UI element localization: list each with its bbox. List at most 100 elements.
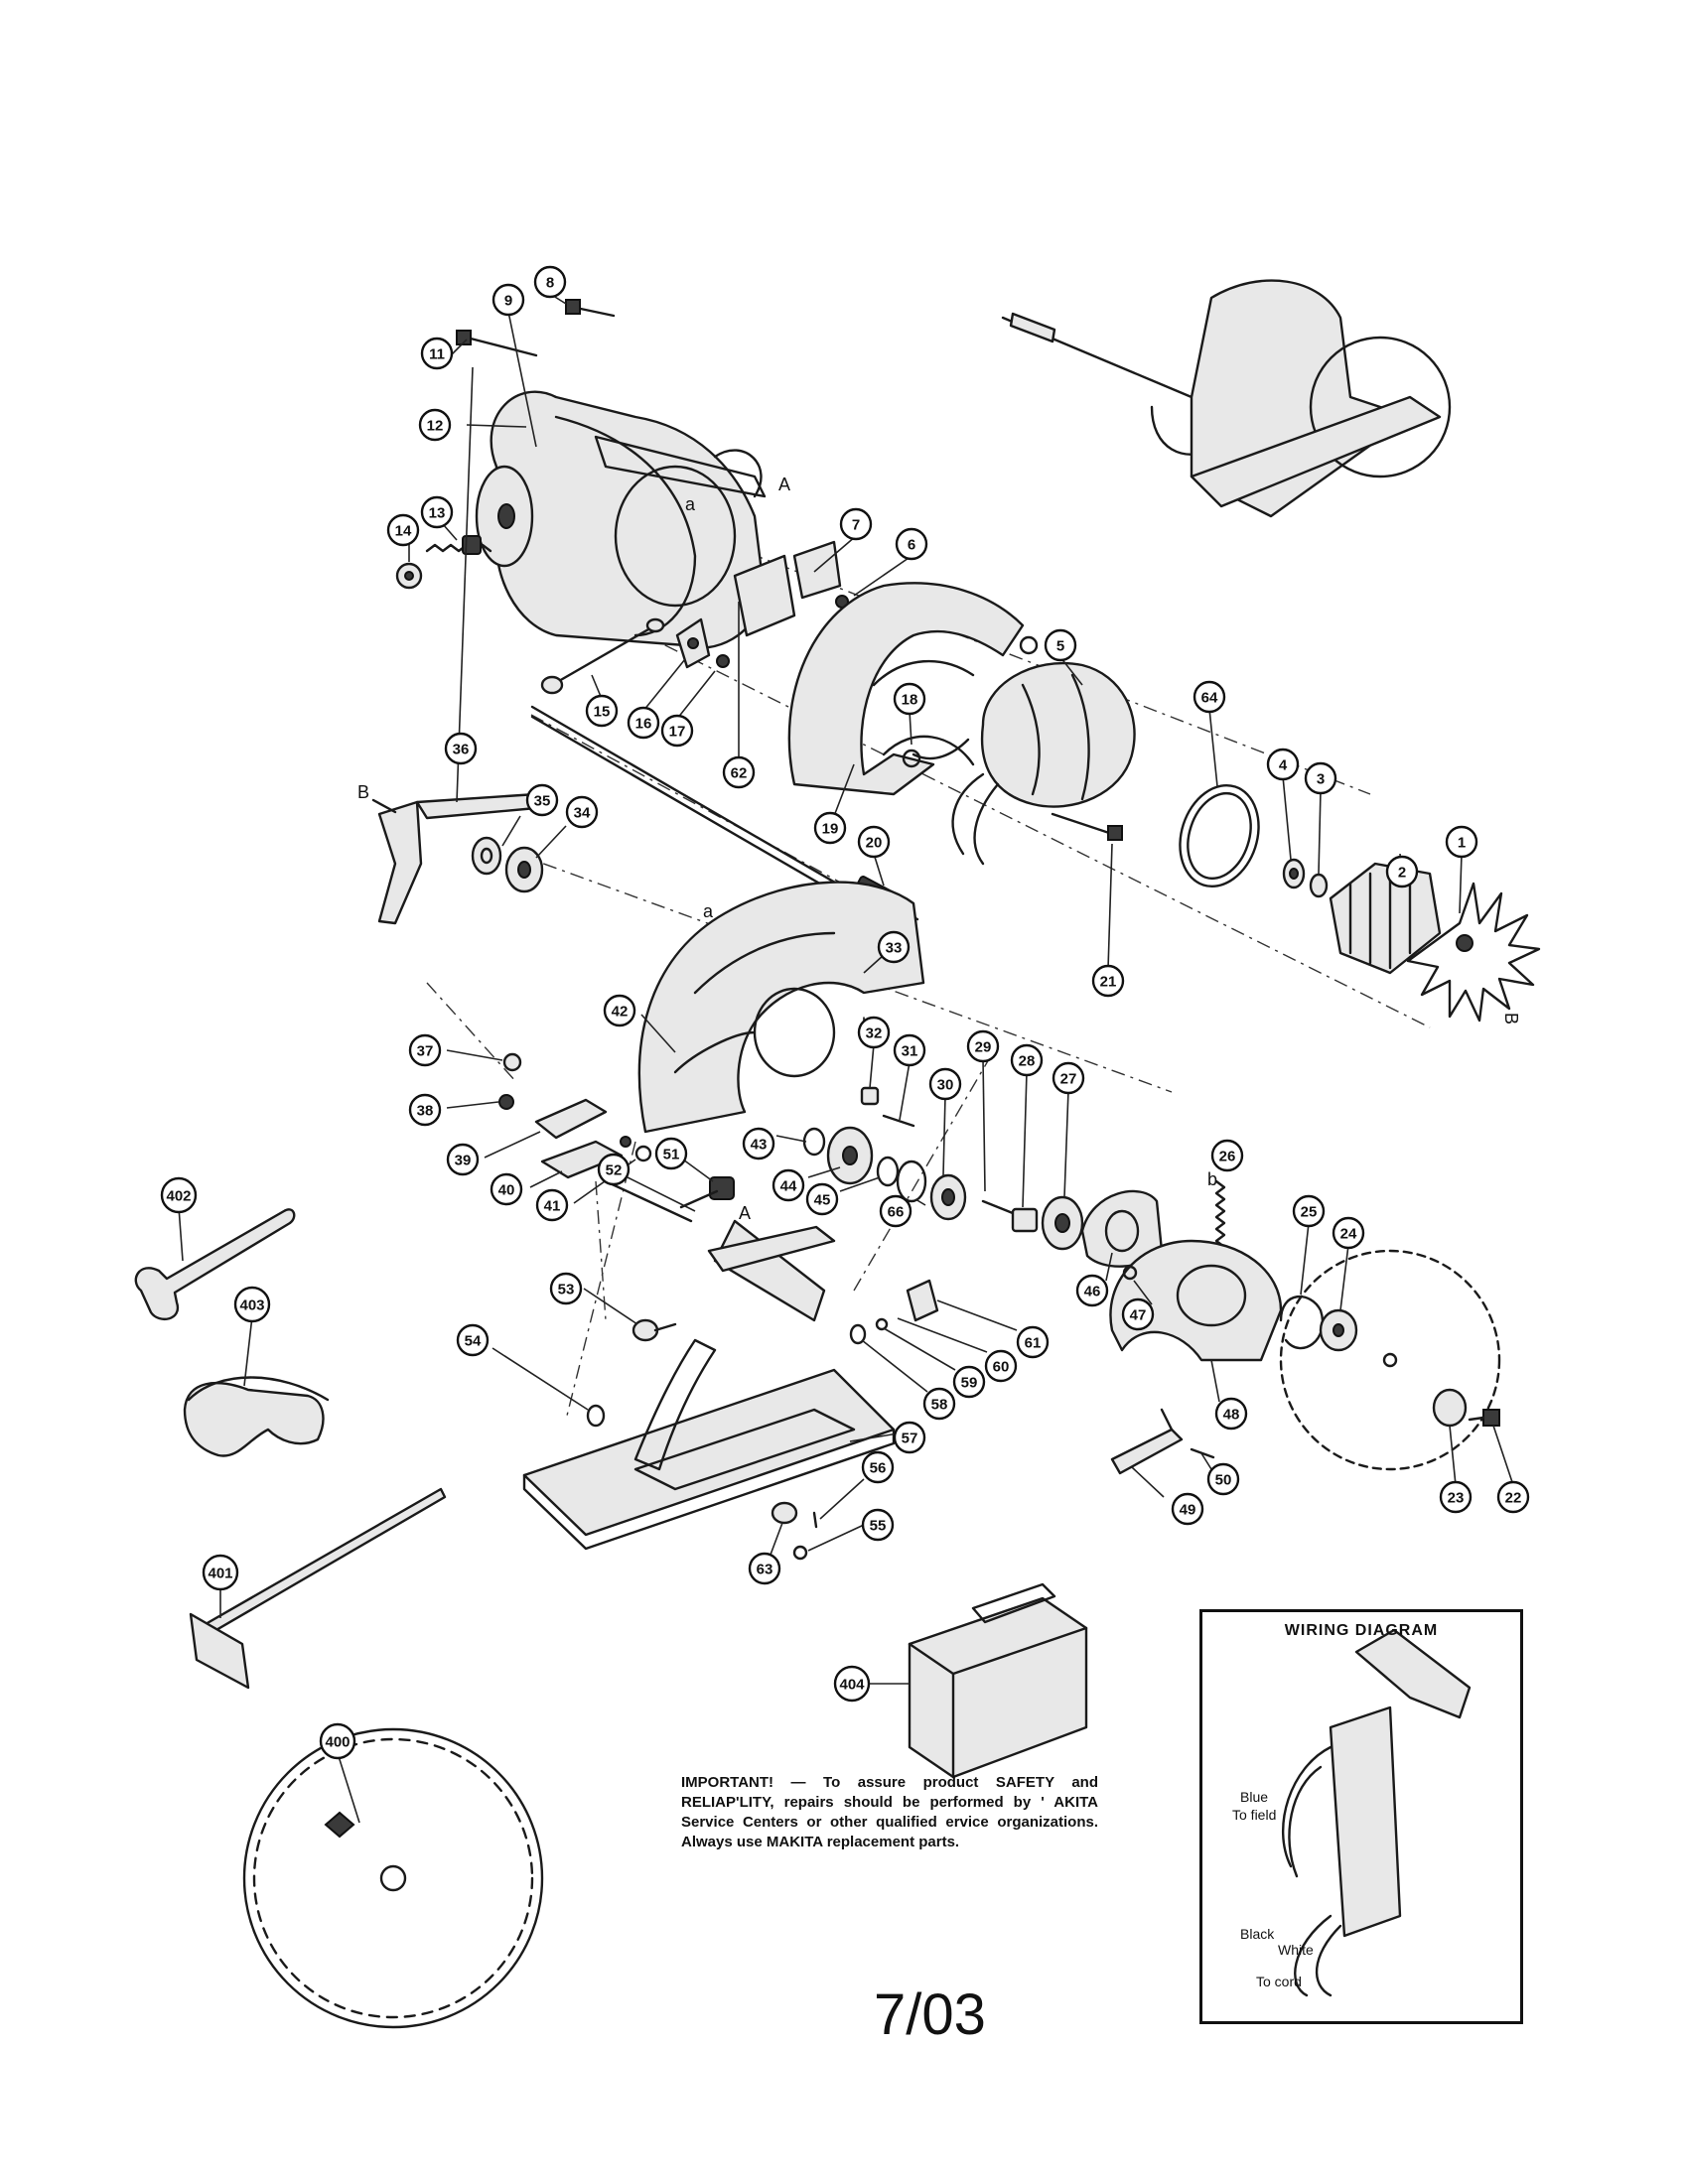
callout-label-19: 19 (822, 821, 839, 838)
callout-label-39: 39 (455, 1153, 472, 1169)
callout-label-17: 17 (669, 724, 686, 741)
callout-14: 14 (386, 513, 420, 547)
callout-8: 8 (533, 265, 567, 299)
pin-32 (860, 1086, 880, 1106)
base-plate (522, 1368, 896, 1551)
callout-19: 19 (813, 811, 847, 845)
retaining-ring (896, 1160, 927, 1203)
callout-57: 57 (893, 1421, 926, 1454)
callout-label-21: 21 (1100, 974, 1117, 991)
callout-label-23: 23 (1448, 1490, 1465, 1507)
wire-label-white: White (1278, 1942, 1314, 1958)
callout-402: 402 (160, 1176, 198, 1214)
insulation-ring (1179, 783, 1260, 888)
callout-label-401: 401 (208, 1566, 232, 1582)
important-notice: IMPORTANT! — To assure product SAFETY an… (681, 1774, 1098, 1850)
callout-66: 66 (879, 1194, 912, 1228)
callout-5: 5 (1044, 628, 1077, 662)
callout-label-25: 25 (1301, 1204, 1318, 1221)
callout-9: 9 (491, 283, 525, 317)
callout-404: 404 (833, 1665, 871, 1703)
blade-guard (637, 881, 925, 1134)
safety-cover (1109, 1239, 1283, 1362)
callout-label-13: 13 (429, 505, 446, 522)
callout-label-8: 8 (546, 275, 554, 292)
callout-label-7: 7 (852, 517, 860, 534)
callout-61: 61 (1016, 1325, 1050, 1359)
callout-label-62: 62 (731, 765, 748, 782)
callout-label-33: 33 (886, 940, 903, 957)
callout-label-404: 404 (839, 1677, 865, 1694)
callout-46: 46 (1075, 1274, 1109, 1307)
callout-50: 50 (1206, 1462, 1240, 1496)
bearing-27 (1041, 1195, 1084, 1251)
callout-label-35: 35 (534, 793, 551, 810)
callout-label-43: 43 (751, 1137, 768, 1154)
lock-lever (534, 1098, 652, 1179)
callout-label-14: 14 (395, 523, 412, 540)
leader-lines (178, 293, 1514, 1824)
callout-60: 60 (984, 1349, 1018, 1383)
callout-31: 31 (893, 1033, 926, 1067)
wire-label-to-field: To field (1232, 1807, 1277, 1823)
screw-31 (882, 1114, 915, 1128)
callout-label-59: 59 (961, 1375, 978, 1392)
callout-label-45: 45 (814, 1192, 831, 1209)
callout-52: 52 (597, 1153, 631, 1186)
callout-6: 6 (895, 527, 928, 561)
callout-3: 3 (1304, 761, 1337, 795)
callout-label-56: 56 (870, 1460, 887, 1477)
wire-label-black: Black (1240, 1926, 1275, 1942)
callout-36: 36 (444, 732, 478, 765)
washer-54 (586, 1404, 606, 1428)
bearing-box (1080, 1189, 1164, 1268)
wiring-diagram-box: WIRING DIAGRAM Blue To field Black White… (1199, 1609, 1523, 2024)
callout-21: 21 (1091, 964, 1125, 998)
bearing-30 (929, 1173, 967, 1221)
guard-lever (1110, 1408, 1184, 1475)
callout-label-28: 28 (1019, 1053, 1036, 1070)
callout-43: 43 (742, 1127, 775, 1160)
callout-label-64: 64 (1201, 690, 1218, 707)
callout-label-55: 55 (870, 1518, 887, 1535)
callout-label-46: 46 (1084, 1284, 1101, 1300)
callout-23: 23 (1439, 1480, 1473, 1514)
callout-label-60: 60 (993, 1359, 1010, 1376)
callout-label-66: 66 (888, 1204, 905, 1221)
handle (787, 582, 1025, 796)
callout-label-38: 38 (417, 1103, 434, 1120)
washer-small (1309, 873, 1329, 898)
callout-25: 25 (1292, 1194, 1326, 1228)
callout-label-48: 48 (1223, 1407, 1240, 1424)
callout-11: 11 (420, 337, 454, 370)
callout-37: 37 (408, 1033, 442, 1067)
callout-2: 2 (1385, 855, 1419, 888)
callout-24: 24 (1332, 1216, 1365, 1250)
callout-label-50: 50 (1215, 1472, 1232, 1489)
screw-55 (792, 1545, 808, 1561)
callout-26: 26 (1210, 1139, 1244, 1172)
callout-401: 401 (202, 1554, 239, 1591)
callout-label-24: 24 (1340, 1226, 1357, 1243)
ref-letter-a-guard: a (703, 901, 714, 921)
blade-bolt (1468, 1409, 1500, 1427)
ref-letter-a-top: a (685, 494, 696, 514)
callout-30: 30 (928, 1067, 962, 1101)
callout-17: 17 (660, 714, 694, 748)
washer-59 (875, 1317, 889, 1331)
callout-label-52: 52 (606, 1162, 623, 1179)
callout-label-18: 18 (902, 692, 918, 709)
callout-label-22: 22 (1505, 1490, 1522, 1507)
callout-label-63: 63 (757, 1562, 773, 1578)
arbor-bracket (371, 792, 538, 925)
depth-guide (633, 1219, 836, 1471)
callout-63: 63 (748, 1552, 781, 1585)
callout-label-44: 44 (780, 1178, 797, 1195)
callout-label-37: 37 (417, 1043, 434, 1060)
callout-label-31: 31 (902, 1043, 918, 1060)
callout-label-400: 400 (325, 1734, 350, 1751)
callout-45: 45 (805, 1182, 839, 1216)
callout-label-11: 11 (429, 346, 445, 363)
callout-51: 51 (654, 1137, 688, 1170)
knob-53 (632, 1318, 677, 1342)
